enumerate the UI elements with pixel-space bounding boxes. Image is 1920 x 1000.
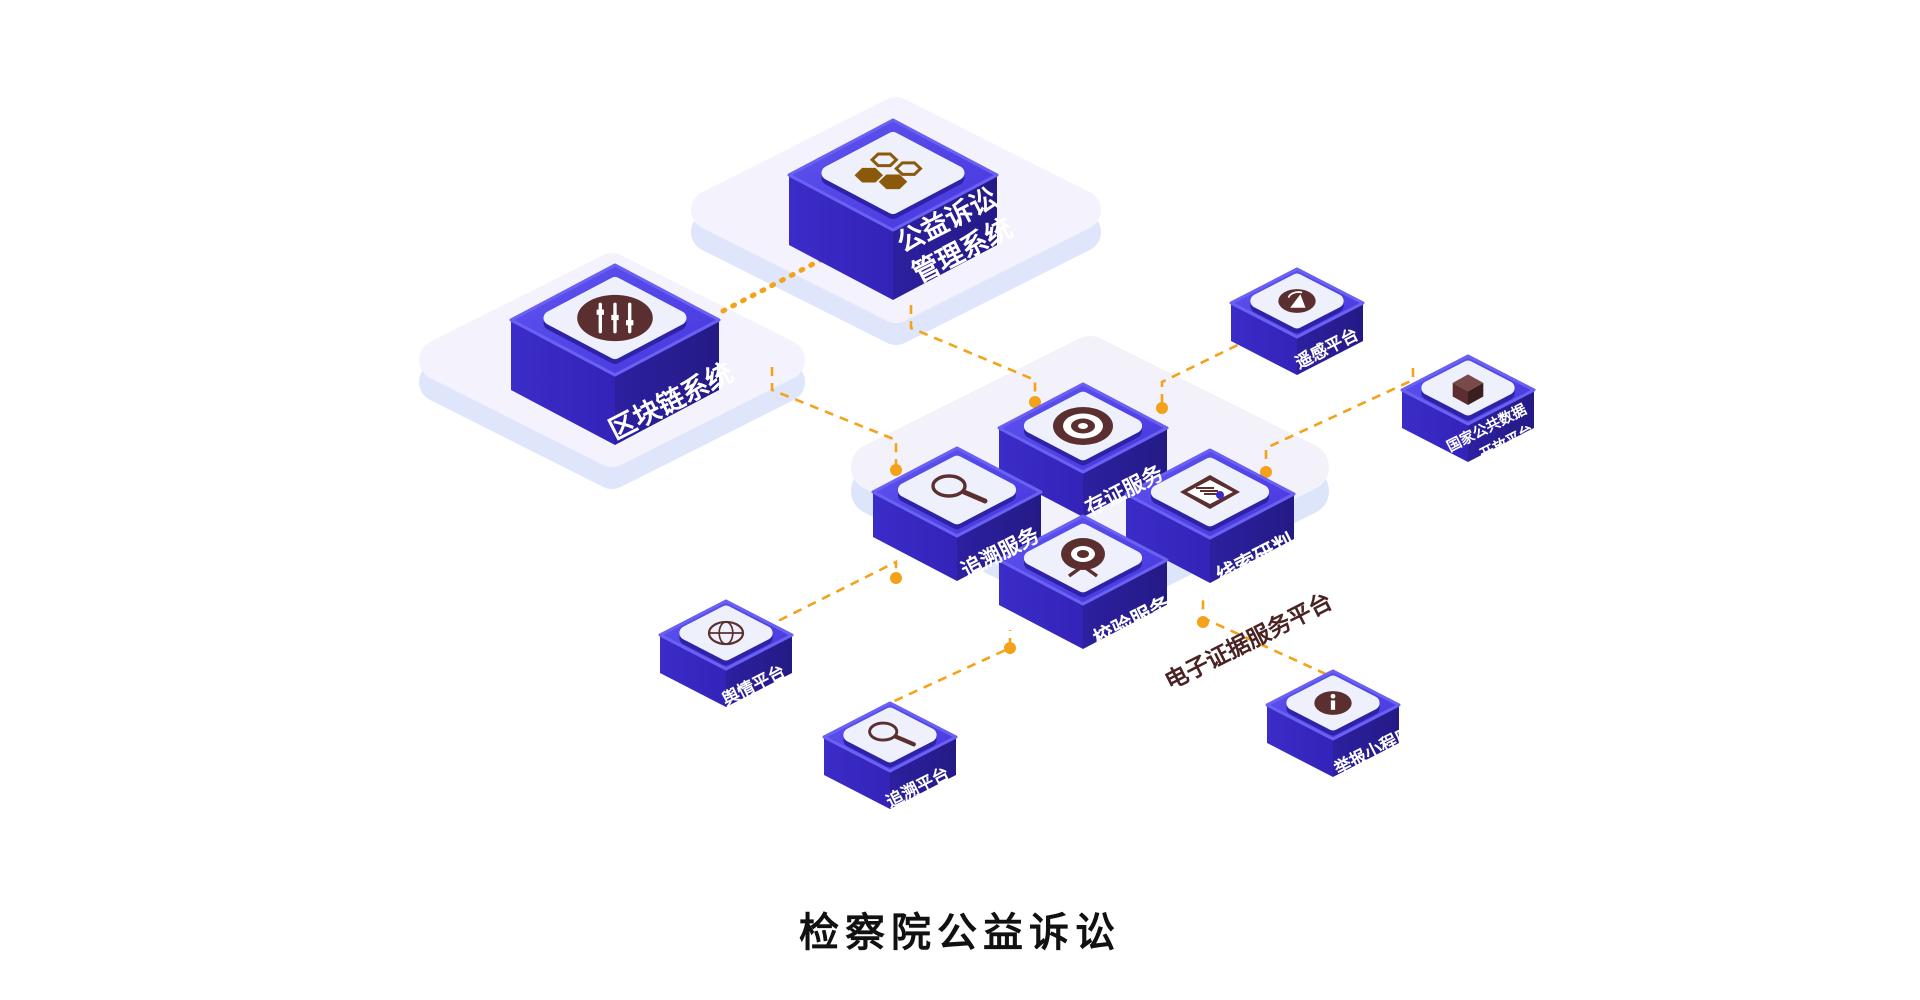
target-icon xyxy=(1053,407,1113,445)
clue-service-block xyxy=(1124,448,1296,583)
connector-report-verify xyxy=(1201,600,1330,705)
opendata-platform-block xyxy=(1400,354,1536,462)
blockchain-system-block xyxy=(509,263,721,445)
trace-service-block xyxy=(871,446,1043,581)
management-system-block xyxy=(787,118,999,300)
connector-dot xyxy=(890,464,902,476)
webcam-icon xyxy=(1061,538,1105,578)
connector-dot xyxy=(890,572,902,584)
remote-platform-block xyxy=(1229,267,1365,375)
sliders-icon xyxy=(577,294,653,342)
magnifier-icon xyxy=(931,474,988,504)
globe-icon xyxy=(707,620,745,646)
connector-management-storage xyxy=(909,305,1037,402)
magnifier-icon xyxy=(868,721,916,747)
document-icon xyxy=(1180,475,1240,509)
report-platform-block xyxy=(1265,669,1401,777)
opinion-platform-block xyxy=(658,599,794,707)
info-icon xyxy=(1314,691,1352,715)
connector-dot xyxy=(1029,396,1041,408)
connector-opendata-clue xyxy=(1264,368,1415,472)
connector-dots xyxy=(890,396,1272,654)
verify-service-block xyxy=(997,514,1169,649)
hexagon-cluster-icon xyxy=(854,152,923,190)
blocks-layer xyxy=(509,118,1536,809)
diagram-caption: 检察院公益诉讼 xyxy=(799,910,1121,956)
connector-dot xyxy=(1004,642,1016,654)
storage-service-block xyxy=(997,382,1169,517)
connector-tracing-verify xyxy=(888,630,1012,730)
cube-icon xyxy=(1452,374,1484,405)
evidence-platform-label: 电子证据服务平台 xyxy=(1160,588,1336,696)
connector-dot xyxy=(1197,616,1209,628)
tracing-platform-block xyxy=(822,701,958,809)
connector-dot xyxy=(1260,466,1272,478)
satellite-icon xyxy=(1278,289,1316,313)
connector-opinion-trace xyxy=(778,559,898,637)
connector-dot xyxy=(1156,402,1168,414)
